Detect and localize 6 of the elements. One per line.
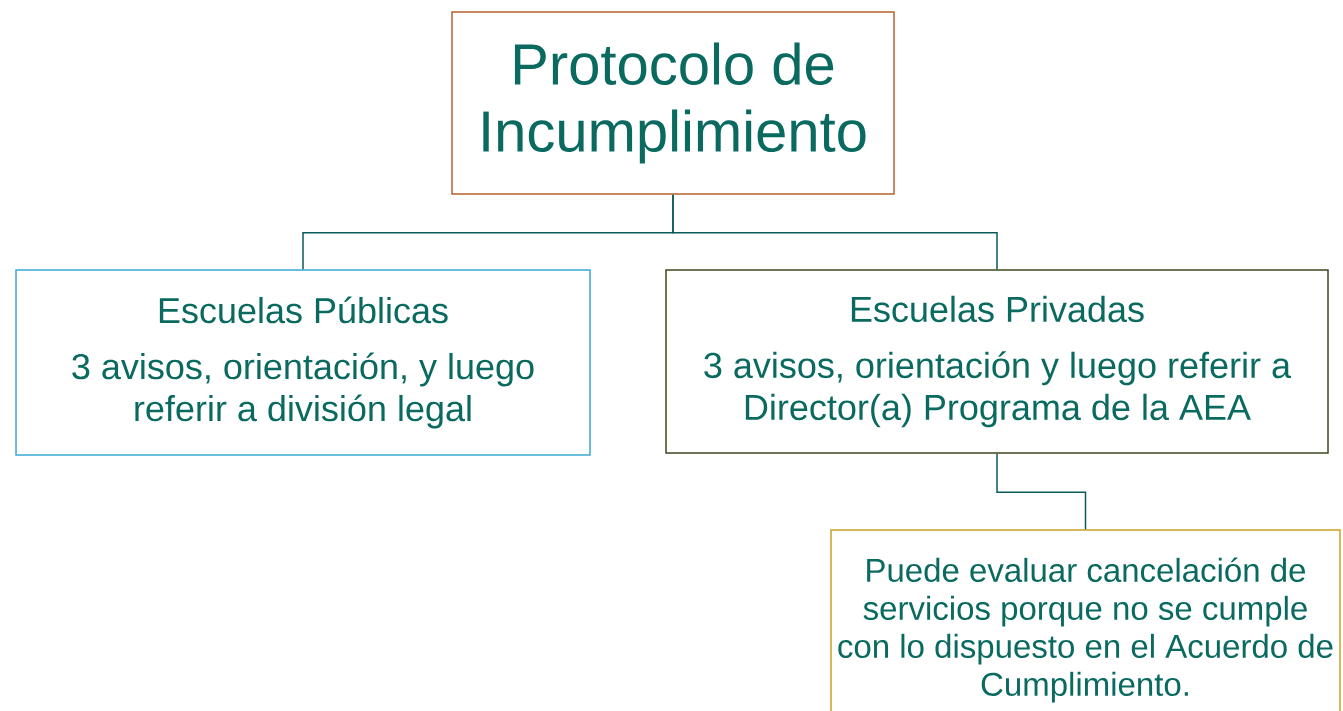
connector-line <box>996 453 1087 530</box>
text-box: Puede evaluar cancelación de servicios porque no se cumple con lo dispuesto en el Acuerdo de Cumplimiento. <box>830 529 1341 711</box>
connector-line <box>672 194 998 270</box>
text-box: Protocolo de Incumplimiento <box>451 11 895 195</box>
text-box: Escuelas Privadas 3 avisos, orientación y luego referir a Director(a) Programa de la AEA <box>665 269 1329 454</box>
text-box: Escuelas Públicas 3 avisos, orientación, y luego referir a división legal <box>15 269 591 456</box>
